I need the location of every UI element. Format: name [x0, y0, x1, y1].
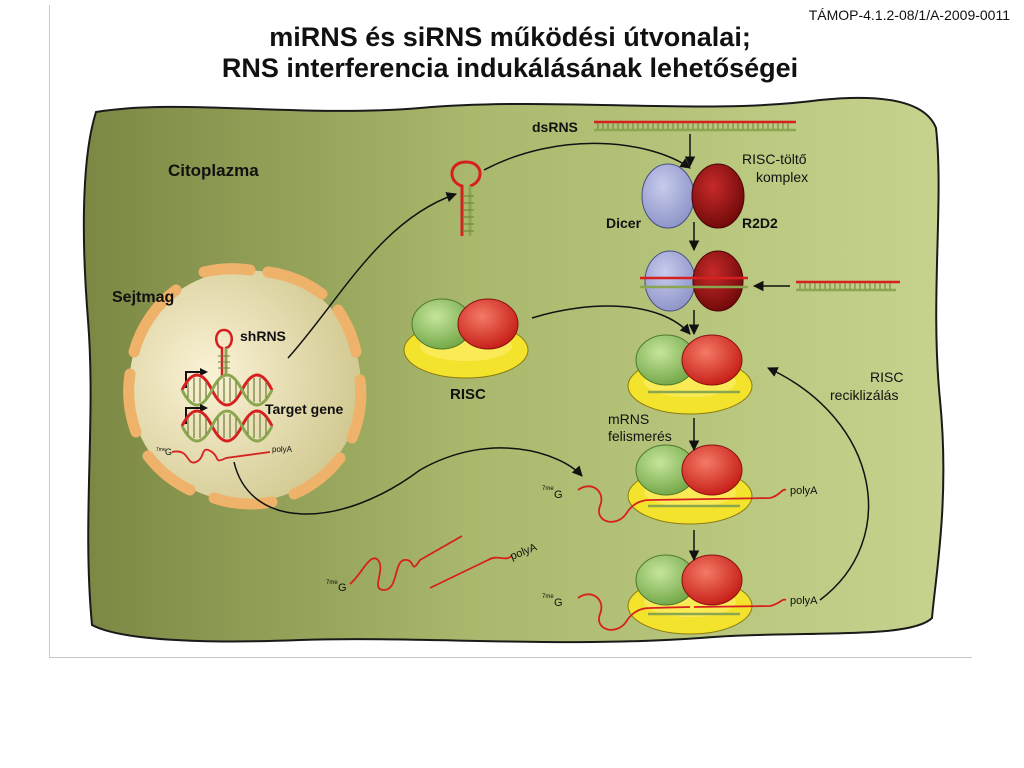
- cap-label-2: G: [554, 597, 563, 609]
- risc-loading-label-2: komplex: [756, 169, 808, 185]
- dicer-protein-loaded: [644, 250, 696, 312]
- shrna-label: shRNS: [240, 328, 286, 344]
- nucleus-label: Sejtmag: [112, 289, 174, 306]
- mrna-recognition-label-1: mRNS: [608, 411, 649, 427]
- risc-recycle-label-2: reciklizálás: [830, 387, 898, 403]
- title-line-2: RNS interferencia indukálásának lehetősé…: [221, 53, 799, 83]
- dsrna-label: dsRNS: [532, 119, 578, 135]
- risc-cleavage-complex: [627, 554, 753, 635]
- cytoplasm-label: Citoplazma: [168, 161, 259, 180]
- shrna-hairpin-small: [215, 328, 233, 376]
- title-line-1: miRNS és siRNS működési útvonalai;: [269, 22, 751, 52]
- dicer-protein: [641, 163, 695, 229]
- cap-label-3: G: [338, 582, 347, 594]
- r2d2-label: R2D2: [742, 215, 778, 231]
- risc-loading-label-1: RISC-töltő: [742, 151, 807, 167]
- sirna-incoming: [796, 280, 900, 292]
- cap-sup-3: 7me: [326, 580, 338, 586]
- project-code: TÁMOP-4.1.2-08/1/A-2009-0011: [808, 7, 1010, 23]
- dicer-label: Dicer: [606, 215, 642, 231]
- polya-label-nucleus: polyA: [272, 445, 293, 454]
- arrow-risc-recycle: [767, 367, 870, 601]
- nuclear-mrna: [171, 448, 271, 464]
- arrow-hairpin-to-dicer: [483, 142, 691, 171]
- target-gene-label: Target gene: [265, 401, 344, 417]
- sirna-in-complex: [640, 276, 748, 289]
- risc-mrna-complex: [627, 444, 753, 525]
- cap-sup-nucleus: 7me: [156, 447, 166, 453]
- mrna-recognition-label-2: felismerés: [608, 428, 672, 444]
- cap-sup-1: 7me: [542, 486, 554, 492]
- polya-label-2: polyA: [790, 595, 818, 607]
- arrow-nucleus-to-hairpin: [287, 192, 457, 359]
- risc-complex-free: [403, 298, 529, 379]
- target-mrna-bound: [577, 485, 787, 523]
- page-title: miRNS és siRNS működési útvonalai; RNS i…: [150, 22, 870, 84]
- slide-frame: [49, 5, 972, 658]
- dsrna-molecule: [594, 120, 796, 132]
- r2d2-protein-loaded: [692, 250, 744, 312]
- cap-label-nucleus: G: [165, 447, 172, 457]
- cleaved-mrna-fragments: [349, 535, 513, 591]
- risc-complex-loaded: [627, 334, 753, 415]
- cap-sup-2: 7me: [542, 594, 554, 600]
- r2d2-protein: [691, 163, 745, 229]
- risc-label: RISC: [450, 386, 486, 403]
- arrow-free-risc-to-risc: [531, 305, 691, 335]
- risc-recycle-label-1: RISC: [870, 369, 903, 385]
- shrna-hairpin-cytoplasm: [450, 160, 482, 236]
- target-mrna-cleaved: [577, 593, 787, 631]
- polya-label-1: polyA: [790, 485, 818, 497]
- cap-label-1: G: [554, 489, 563, 501]
- arrow-mrna-export: [233, 447, 583, 515]
